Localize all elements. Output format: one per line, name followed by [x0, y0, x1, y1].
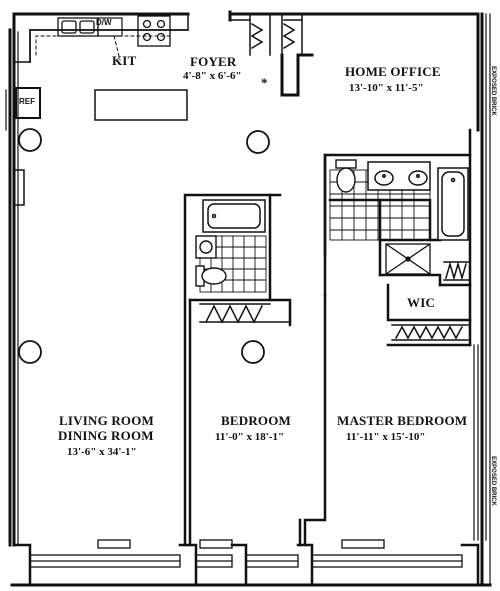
entry-asterisk: * [261, 75, 268, 90]
column-icon [18, 128, 270, 364]
radiator [13, 169, 25, 206]
toilet-icon [195, 265, 227, 287]
kitchen-counter [13, 13, 189, 63]
exposed-brick-note-top: EXPOSED BRICK [489, 66, 496, 116]
closet-icon [199, 303, 291, 324]
vanity-counter [367, 161, 431, 191]
refrigerator-icon [15, 87, 41, 119]
living-room-label: LIVING ROOM [59, 413, 155, 428]
home-office-dimensions: 13'-10" x 11'-5" [349, 82, 424, 94]
bedroom-label: BEDROOM [221, 413, 292, 428]
foyer-dimensions: 4'-8" x 6'-6" [183, 70, 242, 82]
master-bedroom-label: MASTER BEDROOM [337, 413, 468, 428]
dining-room-label: DINING ROOM [58, 428, 154, 443]
stove-icon [137, 15, 171, 47]
exterior-walls [8, 12, 492, 587]
toilet-icon [335, 159, 357, 193]
dishwasher-label: D/W [96, 18, 112, 27]
dishwasher-icon [97, 17, 123, 37]
refrigerator-label: REF [19, 97, 35, 106]
shower-icon [385, 243, 431, 275]
exposed-brick-note-bottom: EXPOSED BRICK [489, 456, 496, 506]
closet-icon [391, 261, 471, 341]
closet-icon [231, 13, 303, 56]
living-room-dimensions: 13'-6" x 34'-1" [67, 446, 137, 458]
home-office-label: HOME OFFICE [345, 64, 441, 79]
foyer-walls [228, 10, 314, 97]
bedroom-dimensions: 11'-0" x 18'-1" [215, 431, 285, 443]
sink-icon [195, 235, 217, 259]
master-bedroom-dimensions: 11'-11" x 15'-10" [346, 431, 426, 443]
kitchen-label: KIT [112, 53, 137, 68]
bathtub-icon [437, 167, 469, 241]
sink-icon [57, 17, 99, 37]
foyer-label: FOYER [190, 54, 237, 69]
bathtub-icon [202, 199, 266, 233]
wic-label: WIC [407, 295, 436, 310]
interior-walls [183, 128, 472, 547]
kitchen-island [94, 89, 188, 121]
